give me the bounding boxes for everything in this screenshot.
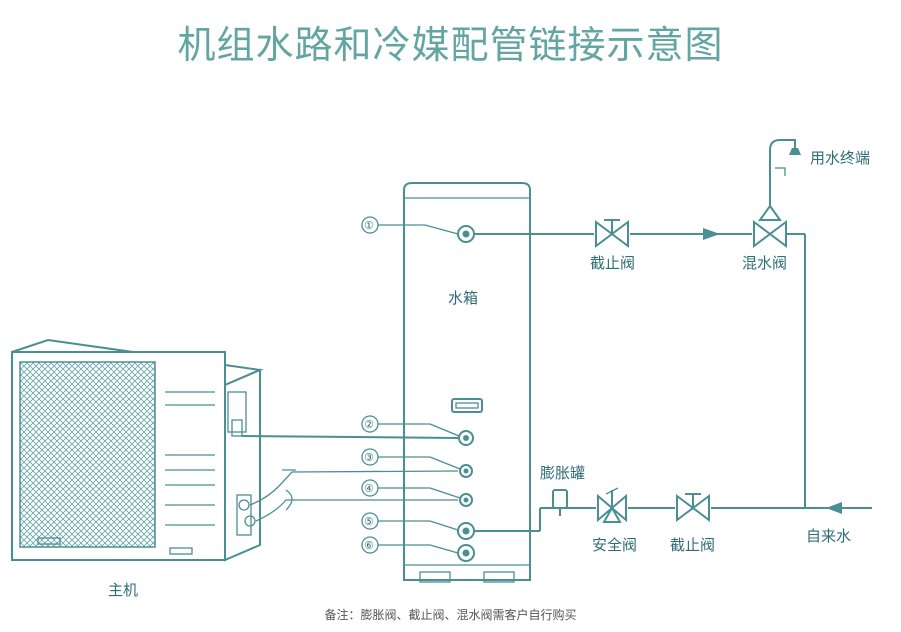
tap-water-label: 自来水: [806, 527, 851, 545]
tank-ports: [457, 225, 475, 562]
port-6: ⑥: [364, 539, 374, 552]
cold-water-line: [474, 487, 872, 532]
water-terminal-label: 用水终端: [810, 149, 870, 167]
port-1: ①: [364, 219, 374, 232]
water-terminal-icon: [769, 139, 801, 176]
unit-tank-pipes: [241, 435, 459, 522]
expansion-tank-label: 膨胀罐: [540, 464, 585, 482]
port-callouts: [361, 216, 461, 554]
tank-label: 水箱: [448, 289, 478, 307]
hot-water-line: [474, 139, 806, 508]
port-4: ④: [364, 482, 374, 495]
mixing-valve: [753, 175, 787, 248]
shutoff-valve-bottom-label: 截止阀: [670, 536, 715, 554]
port-3: ③: [364, 451, 374, 464]
footnote: 备注：膨胀阀、截止阀、混水阀需客户自行购买: [324, 608, 577, 622]
shutoff-valve-top: [595, 219, 629, 248]
safety-valve: [597, 487, 627, 523]
water-tank: [403, 182, 531, 583]
main-unit: [11, 338, 264, 562]
port-2: ②: [364, 418, 374, 431]
shutoff-valve-top-label: 截止阀: [590, 254, 635, 272]
mixing-valve-label: 混水阀: [742, 254, 787, 272]
port-5: ⑤: [364, 515, 374, 528]
expansion-tank: [552, 489, 568, 516]
diagram-title: 机组水路和冷媒配管链接示意图: [177, 23, 724, 67]
main-unit-label: 主机: [108, 581, 138, 599]
shutoff-valve-bottom: [676, 493, 710, 522]
safety-valve-label: 安全阀: [592, 536, 637, 554]
